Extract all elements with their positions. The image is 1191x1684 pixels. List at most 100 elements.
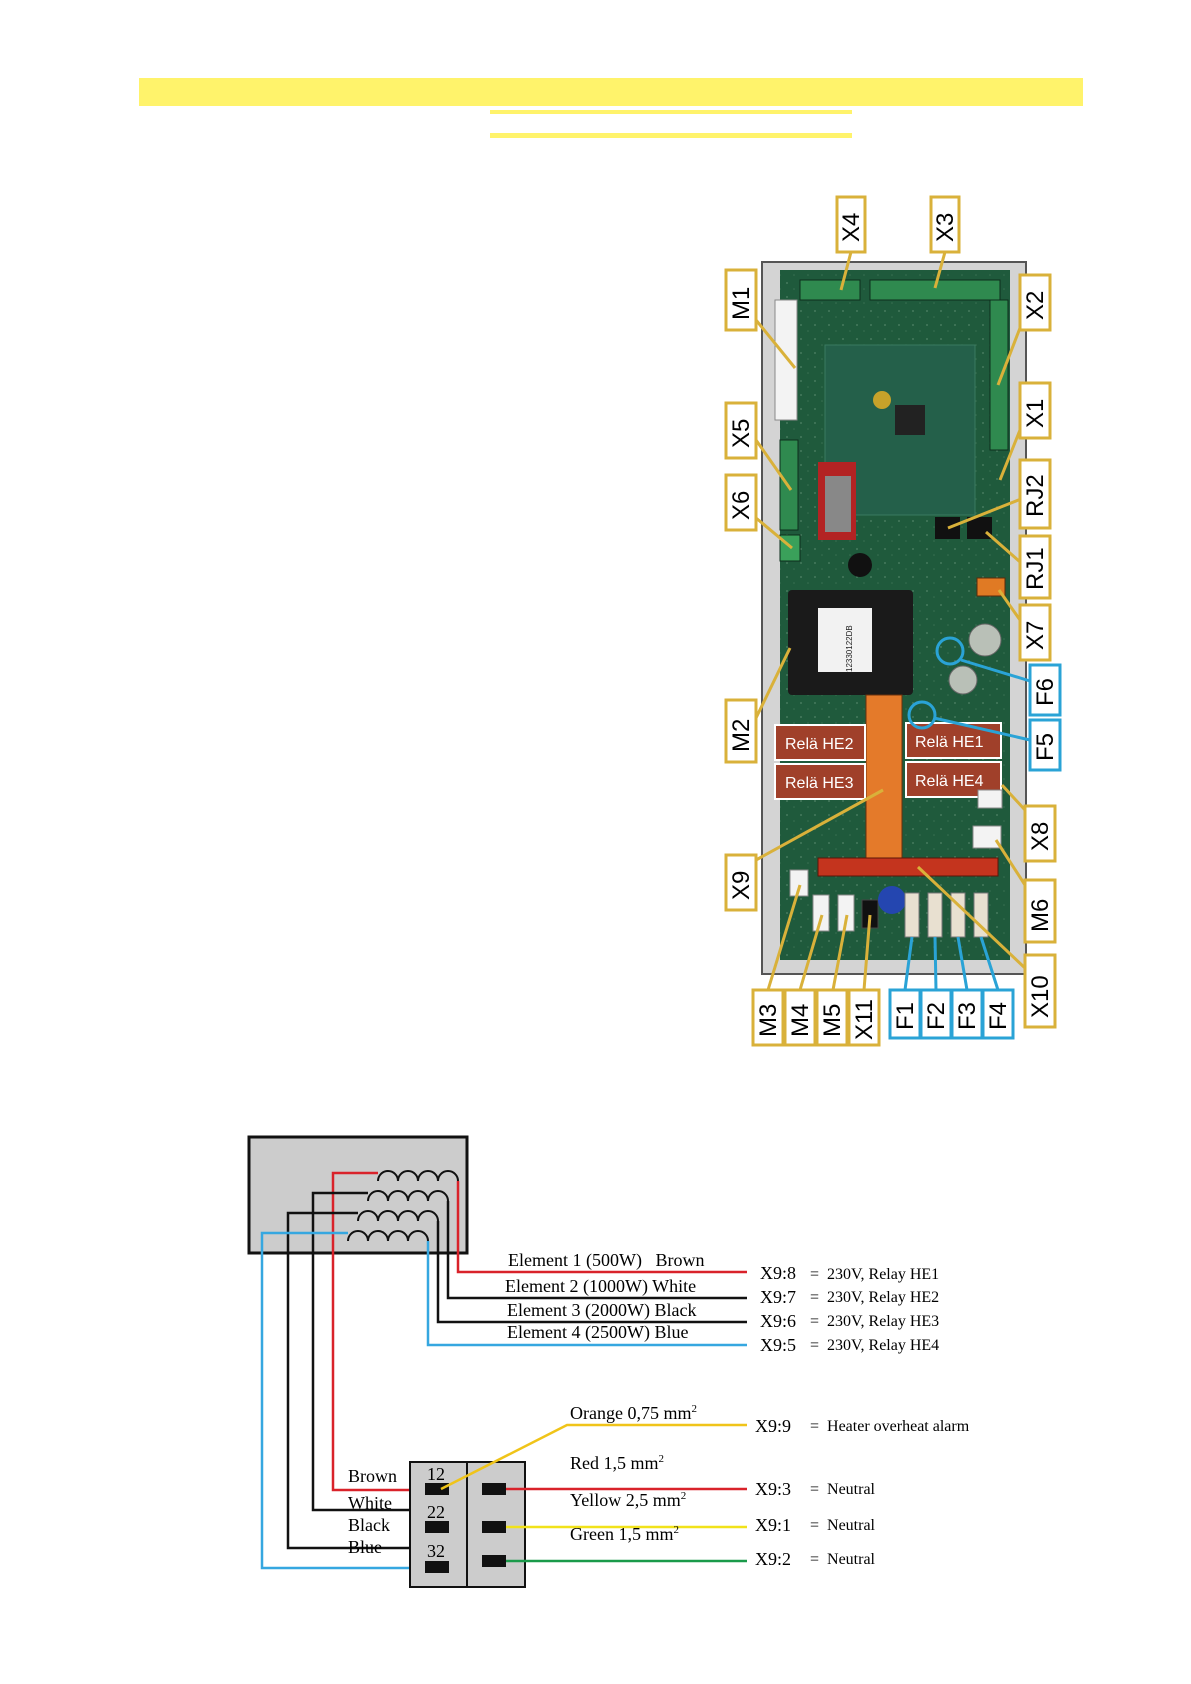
svg-text:M6: M6: [1027, 899, 1054, 932]
svg-text:F6: F6: [1032, 678, 1059, 706]
label-f3: F3: [950, 988, 984, 1040]
element-2-label: Element 2 (1000W) White: [505, 1276, 696, 1297]
svg-text:RJ1: RJ1: [1022, 547, 1049, 590]
terminal-x9-8: X9:8: [760, 1263, 796, 1283]
chip: [895, 405, 925, 435]
connector-m1: [774, 299, 798, 421]
switch-pin-right-2: [482, 1521, 506, 1533]
terminal-x9-9: X9:9: [755, 1416, 791, 1436]
connector-m6: [972, 825, 1002, 849]
label-x10: X10: [1023, 953, 1057, 1029]
label-m1: M1: [724, 268, 758, 332]
label-x4: X4: [835, 195, 867, 254]
svg-text:X11: X11: [851, 999, 878, 1040]
label-x2: X2: [1018, 273, 1052, 332]
capacitor-large-2: [948, 665, 978, 695]
svg-text:M5: M5: [819, 1004, 846, 1037]
svg-text:F2: F2: [923, 1002, 950, 1030]
terminal-x9-3: X9:3: [755, 1479, 791, 1499]
header-highlight-bar: [139, 78, 1083, 106]
relay-he2: [774, 724, 866, 761]
switch-pin-right-1: [482, 1483, 506, 1495]
wire-return-brown: [331, 1171, 425, 1492]
terminal-x9-6-desc: = 230V, Relay HE3: [810, 1313, 939, 1330]
element-3-label: Element 3 (2000W) Black: [507, 1300, 696, 1321]
wire-return-blue: [260, 1231, 425, 1570]
label-x1: X1: [1018, 381, 1052, 440]
svg-text:X9: X9: [728, 871, 755, 900]
transformer-text: 12330122DB: [845, 625, 854, 672]
potentiometer: [878, 886, 906, 914]
relay-he4-label: Relä HE4: [915, 773, 984, 790]
svg-text:M2: M2: [728, 719, 755, 752]
switch-number-22: 22: [427, 1502, 445, 1522]
fuse-f6-marker: [935, 636, 965, 666]
svg-text:X8: X8: [1027, 822, 1054, 851]
terminal-x9-7: X9:7: [760, 1287, 796, 1307]
wire-element-1-brown: [456, 1181, 747, 1274]
capacitor-large-1: [968, 623, 1002, 657]
svg-text:X5: X5: [728, 419, 755, 448]
terminal-x9-3-desc: = Neutral: [810, 1481, 876, 1498]
label-x9: X9: [724, 853, 758, 912]
relay-he1-label: Relä HE1: [915, 734, 984, 751]
wire-orange: [440, 1423, 747, 1491]
svg-text:M3: M3: [755, 1004, 782, 1037]
switch-pin-32: [425, 1561, 449, 1573]
svg-text:M1: M1: [728, 287, 755, 320]
rj2-socket: [935, 517, 960, 539]
wire-element-4-blue: [426, 1241, 747, 1347]
label-x3: X3: [929, 195, 961, 254]
label-f1: F1: [888, 988, 922, 1040]
switch-number-12: 12: [427, 1464, 445, 1484]
label-rj2: RJ2: [1018, 458, 1052, 530]
terminal-x9-5: X9:5: [760, 1335, 796, 1355]
buzzer: [848, 553, 872, 577]
svg-text:F5: F5: [1032, 733, 1059, 761]
connector-x8: [977, 789, 1003, 809]
terminal-x9-1: X9:1: [755, 1515, 791, 1535]
supply-yellow-label: Yellow 2,5 mm2: [570, 1490, 686, 1510]
svg-text:M4: M4: [787, 1004, 814, 1037]
label-m4: M4: [783, 988, 817, 1047]
element-4-label: Element 4 (2500W) Blue: [507, 1322, 688, 1343]
svg-text:F1: F1: [892, 1002, 919, 1030]
switch-pin-right-3: [482, 1555, 506, 1567]
terminal-x9-7-desc: = 230V, Relay HE2: [810, 1289, 939, 1306]
subheader-highlight-bar: [490, 110, 852, 114]
terminal-x9-2-desc: = Neutral: [810, 1551, 876, 1568]
svg-text:X10: X10: [1027, 975, 1054, 1018]
label-m5: M5: [815, 988, 849, 1047]
transformer-label: [818, 608, 872, 672]
switch-wire-blue: Blue: [348, 1537, 382, 1557]
connector-m3: [789, 869, 809, 897]
terminal-x9-1-desc: = Neutral: [810, 1517, 876, 1534]
svg-text:F4: F4: [985, 1002, 1012, 1030]
terminal-strip-x3: [869, 279, 1001, 301]
switch-wire-brown: Brown: [348, 1466, 397, 1486]
heater-coils: [347, 1170, 459, 1242]
terminal-x9-2: X9:2: [755, 1549, 791, 1569]
label-m3: M3: [751, 988, 785, 1047]
svg-text:X4: X4: [838, 213, 865, 242]
supply-orange-label: Orange 0,75 mm2: [570, 1403, 697, 1423]
svg-text:F3: F3: [954, 1002, 981, 1030]
ribbon-cable-body: [825, 476, 851, 532]
wire-element-3-black: [436, 1221, 747, 1324]
relay-he3: [774, 763, 866, 800]
relay-he3-label: Relä HE3: [785, 775, 854, 792]
connector-x7: [976, 577, 1006, 597]
supply-green-label: Green 1,5 mm2: [570, 1524, 679, 1544]
label-x7: X7: [1018, 603, 1052, 662]
relay-he2-label: Relä HE2: [785, 736, 854, 753]
svg-text:RJ2: RJ2: [1022, 474, 1049, 517]
switch-wire-black: Black: [348, 1515, 390, 1535]
element-1-label: Element 1 (500W) Brown: [508, 1250, 704, 1271]
switch-wire-white: White: [348, 1493, 392, 1513]
label-x6: X6: [724, 473, 758, 532]
label-f6: F6: [1028, 663, 1062, 717]
svg-text:X7: X7: [1022, 621, 1049, 650]
label-x5: X5: [724, 401, 758, 460]
